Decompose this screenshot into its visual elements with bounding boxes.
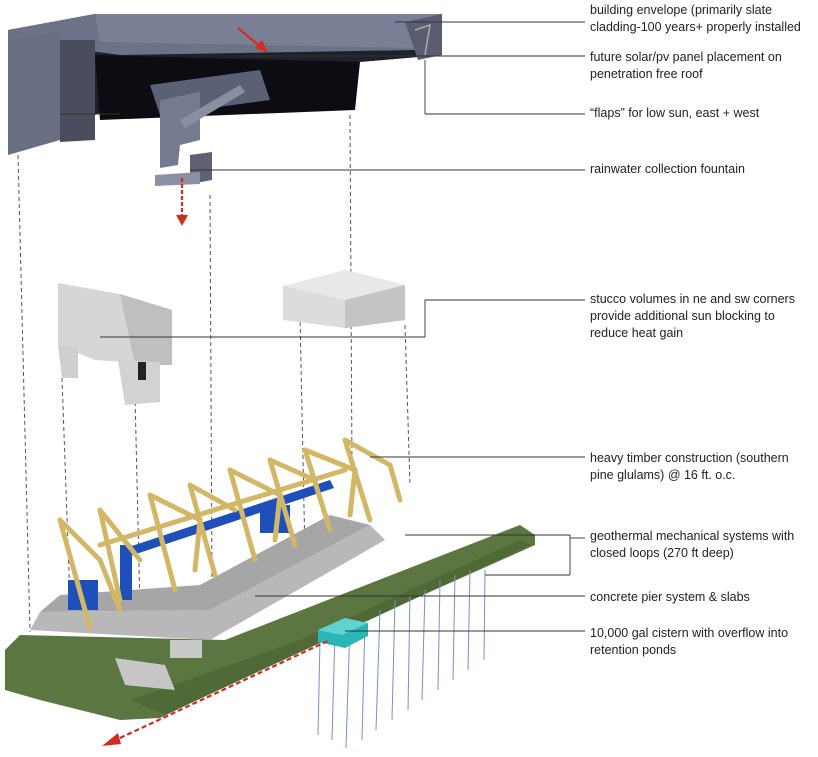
leader-lines	[60, 21, 585, 632]
building-envelope	[8, 14, 442, 186]
geothermal-loops	[317, 569, 486, 749]
label-stucco-volumes: stucco volumes in ne and sw corners prov…	[590, 292, 795, 340]
stucco-volumes	[58, 270, 405, 405]
label-rainwater-fountain: rainwater collection fountain	[590, 162, 745, 176]
cistern	[318, 618, 368, 648]
label-geothermal: geothermal mechanical systems with close…	[590, 529, 795, 560]
label-cistern: 10,000 gal cistern with overflow into re…	[590, 626, 789, 657]
label-heavy-timber: heavy timber construction (southern pine…	[590, 451, 789, 482]
label-building-envelope: building envelope (primarily slate cladd…	[590, 3, 801, 34]
label-concrete-pier: concrete pier system & slabs	[590, 590, 750, 604]
flow-arrows	[102, 27, 331, 746]
label-flaps: “flaps” for low sun, east + west	[590, 106, 760, 120]
label-solar-panels: future solar/pv panel placement on penet…	[590, 50, 782, 81]
timber-frames	[57, 437, 403, 631]
